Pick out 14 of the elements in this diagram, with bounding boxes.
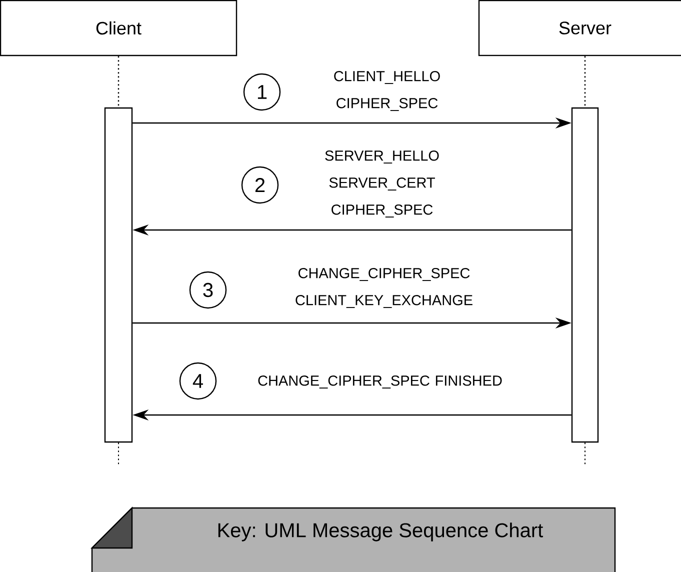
message-label: CHANGE_CIPHER_SPEC CLIENT_KEY_EXCHANGE [296, 268, 472, 308]
lifeline [118, 56, 120, 108]
message-label: SERVER_HELLO SERVER_CERT CIPHER_SPEC [325, 150, 439, 218]
lifeline-box: Client [0, 0, 238, 56]
lifeline-box: Server [478, 0, 681, 56]
activation-bar [104, 107, 133, 443]
lifeline [584, 56, 586, 108]
step-number: 2 [241, 166, 279, 204]
step-number: 3 [189, 271, 227, 309]
step-number: 1 [243, 73, 281, 111]
message-label: CLIENT_HELLO CIPHER_SPEC [334, 70, 440, 111]
step-number: 4 [179, 362, 217, 400]
activation-bar [571, 107, 599, 443]
message-label: CHANGE_CIPHER_SPEC FINISHED [258, 375, 502, 388]
